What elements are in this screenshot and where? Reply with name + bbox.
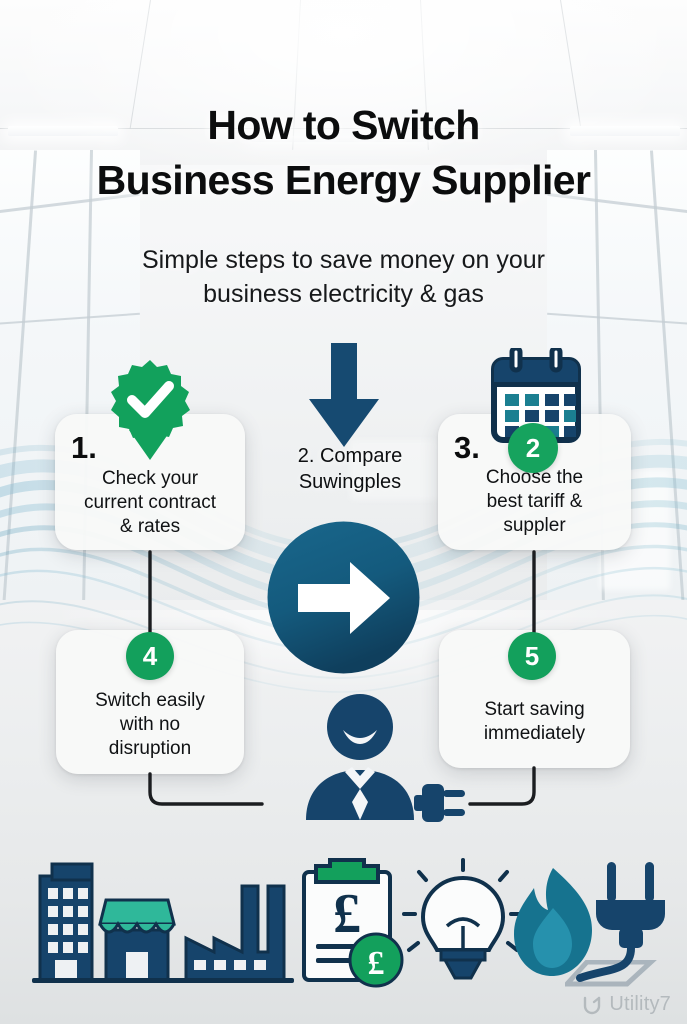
lightbulb-icon [402,858,524,980]
step-5-line-1: Start saving [484,698,585,720]
step-4-text: Switch easily with no disruption [56,643,244,762]
clipboard-pound-symbol: £ [333,883,361,945]
step-5-text: Start saving immediately [439,652,630,747]
step-2-line-2: Suwingples [298,471,402,494]
clipboard-pound-bill-icon: £ £ [302,858,404,988]
subtitle-line-2: business electricity & gas [203,280,484,308]
step-5-badge: 5 [508,632,556,680]
gas-flame-icon [514,868,592,976]
step-3-line-2: best tariff & [486,490,583,512]
step-1-line-2: current contract [84,491,216,513]
step-3-text: Choose the best tariff & suppler [438,426,631,539]
page-subtitle: Simple steps to save money on your busin… [58,243,629,311]
power-plug-icon [576,862,665,982]
swoosh-logo-icon [584,996,601,1014]
business-person-icon [306,694,414,820]
ceiling-light-glow [0,0,687,340]
verified-check-badge-icon [111,360,190,460]
watermark-brand-text: Utility7 [609,993,671,1015]
power-plug-icon [414,784,465,822]
step-5-line-2: immediately [483,723,586,744]
circle-right-arrow-icon [267,521,420,674]
bottom-icon-strip: £ £ [32,858,665,988]
step-2-line-1: 2. Compare [297,445,403,467]
step-1-number: 1. [71,430,97,465]
watermark-swoosh-shape [565,960,657,987]
step-2-text: 2. Compare Suwingples [255,443,445,496]
step-4-line-1: Switch easily [95,689,205,711]
step-3-number: 3. [454,430,480,465]
step-3-line-1: Choose the [485,466,584,488]
step-3-line-3: suppler [503,515,566,537]
page-title: How to Switch Business Energy Supplier [0,98,687,208]
step-4-line-3: disruption [108,738,192,760]
step-4-badge: 4 [126,632,174,680]
title-line-1: How to Switch [207,102,480,148]
step-1-text: Check your current contract & rates [55,425,245,540]
pound-coin-symbol: £ [368,945,385,982]
title-line-2: Business Energy Supplier [96,156,591,203]
step-connector-lines [148,550,536,806]
step-1-line-3: & rates [119,516,181,538]
watermark-logo: Utility7 [581,993,671,1016]
subtitle-line-1: Simple steps to save money on your [142,246,545,274]
office-building-icon [38,862,94,982]
calendar-icon [491,348,581,443]
step-1-line-1: Check your [101,467,199,489]
step-4-line-2: with no [119,713,181,735]
shop-storefront-icon [98,898,176,982]
down-arrow-icon [309,343,379,447]
step-3-badge: 2 [508,423,558,473]
step-card-4[interactable]: Switch easily with no disruption [56,630,244,774]
factory-icon [184,884,286,982]
